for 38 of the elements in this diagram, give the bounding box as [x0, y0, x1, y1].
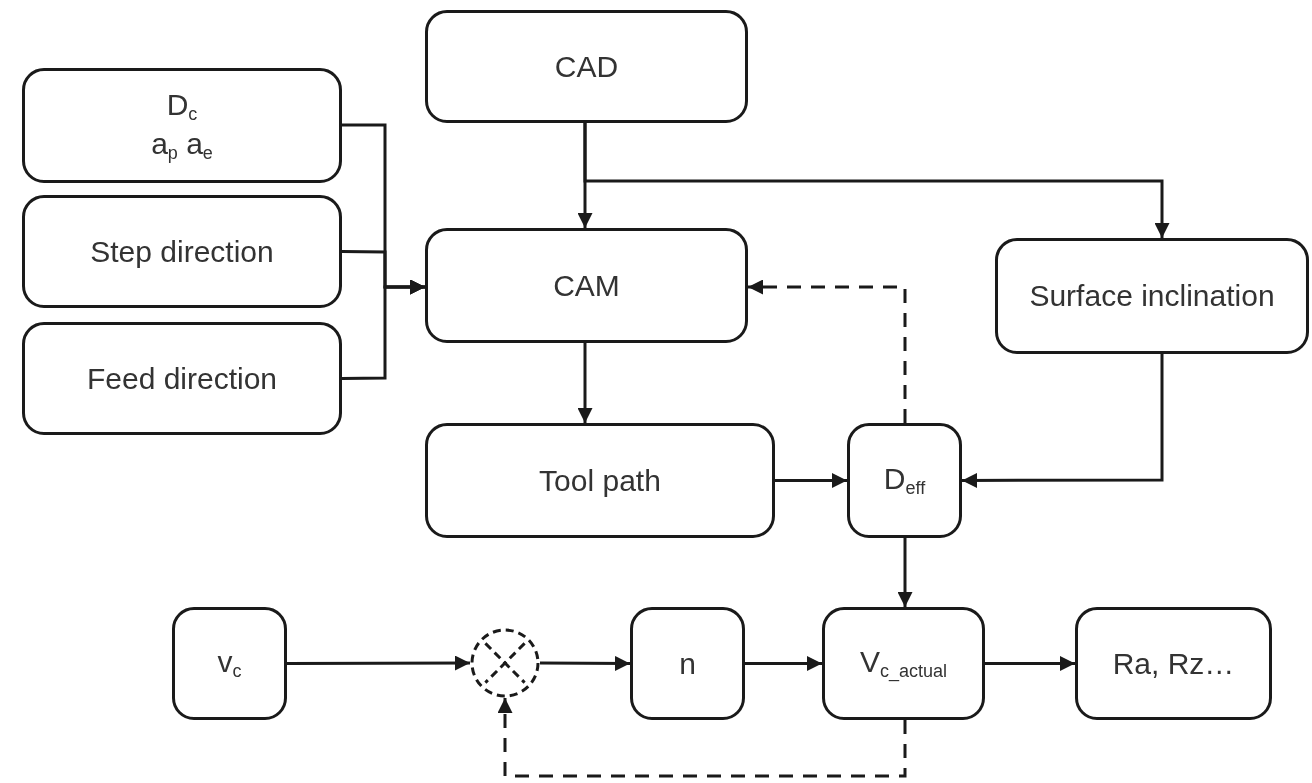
process-box	[172, 607, 287, 720]
node-label: Surface inclination	[1029, 278, 1275, 314]
node-label: D$_{eff}$	[883, 461, 926, 500]
process-box	[22, 322, 342, 435]
process-box	[630, 607, 745, 720]
multiplier-circle	[470, 628, 540, 698]
arrow	[775, 473, 847, 488]
node-label: Feed direction	[86, 360, 278, 397]
process-box	[22, 68, 342, 183]
node-label: Ra, Rz…	[1112, 645, 1235, 682]
arrow	[342, 279, 425, 380]
arrow	[583, 123, 1170, 238]
process-box	[22, 195, 342, 308]
process-box	[425, 10, 748, 123]
arrow	[540, 655, 630, 671]
process-box	[995, 238, 1309, 354]
arrow	[897, 538, 913, 607]
arrow	[577, 343, 593, 423]
node-label: V$_{c_actual}$	[859, 644, 948, 683]
process-box	[425, 228, 748, 343]
process-box	[425, 423, 775, 538]
arrow	[287, 655, 470, 671]
node-label: CAM	[553, 267, 620, 304]
node-label: D$_{c}$	[166, 86, 198, 126]
dashed-arrow	[497, 698, 907, 778]
arrow	[962, 354, 1164, 488]
node-label: Step direction	[90, 233, 274, 270]
dashed-arrow	[748, 279, 907, 423]
node-label: CAD	[554, 48, 619, 85]
node-label: a$_{p}$ a$_{e}$	[151, 125, 213, 165]
process-box	[822, 607, 985, 720]
node-label: n	[679, 645, 696, 682]
process-box	[847, 423, 962, 538]
node-label: Tool path	[539, 462, 661, 499]
process-box	[1075, 607, 1272, 720]
arrow	[745, 656, 822, 671]
node-label: v$_{c}$	[217, 644, 242, 683]
arrow	[985, 656, 1075, 671]
